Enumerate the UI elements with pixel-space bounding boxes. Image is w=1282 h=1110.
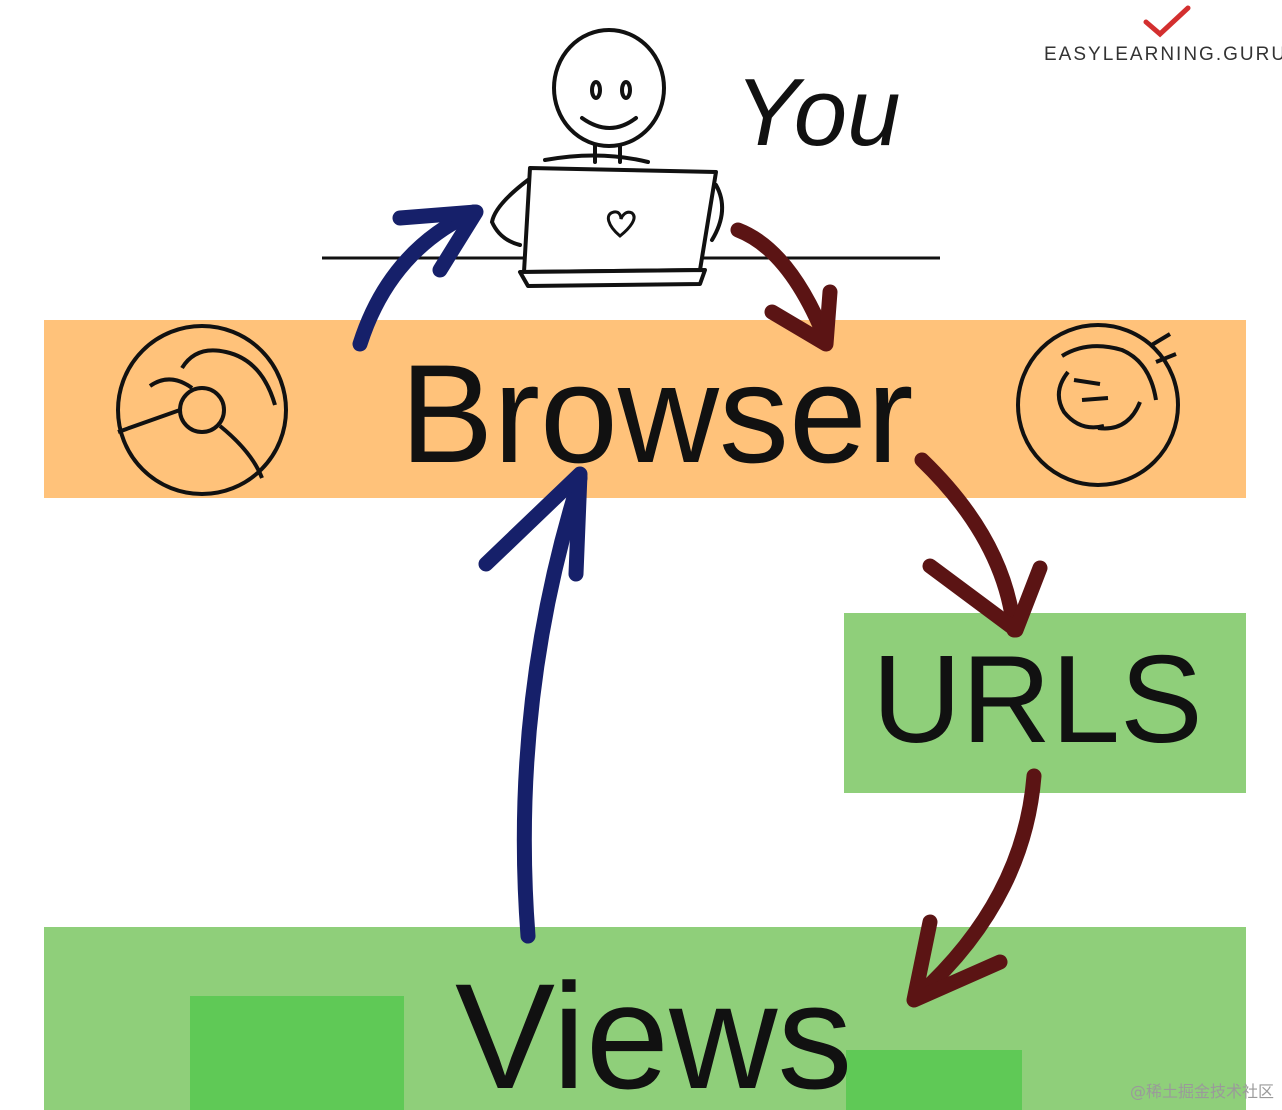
arrow-you-to-browser: [730, 222, 834, 348]
arrowhead-browser-to-urls: [922, 558, 1048, 638]
arrowhead-browser-to-you: [392, 204, 484, 278]
browser-band: [44, 320, 1246, 498]
brand-check-icon: [1143, 5, 1191, 38]
views-inner-block-right: [846, 1050, 1022, 1110]
arrow-views-to-browser: [516, 470, 588, 944]
arrowhead-you-to-browser: [764, 284, 838, 352]
arrow-browser-to-urls: [914, 452, 1022, 638]
firefox-icon: [1016, 323, 1180, 487]
watermark: @稀土掘金技术社区: [1129, 1082, 1274, 1101]
person-icon: [489, 28, 724, 247]
arrowhead-views-to-browser: [478, 466, 588, 582]
urls-band: [844, 613, 1246, 793]
brand-logo: EASYLEARNING.GURU: [1044, 44, 1282, 65]
chrome-icon: [116, 324, 288, 496]
urls-label: URLS: [872, 631, 1203, 769]
heart-icon: [606, 210, 636, 238]
arrow-urls-to-views: [910, 768, 1042, 1004]
views-label: Views: [455, 952, 852, 1110]
views-inner-block-left: [190, 996, 404, 1110]
arrow-browser-to-you: [352, 204, 482, 352]
arrowhead-urls-to-views: [906, 914, 1008, 1008]
you-label: You: [735, 59, 901, 166]
laptop-icon: [518, 166, 718, 288]
browser-label: Browser: [400, 335, 913, 492]
